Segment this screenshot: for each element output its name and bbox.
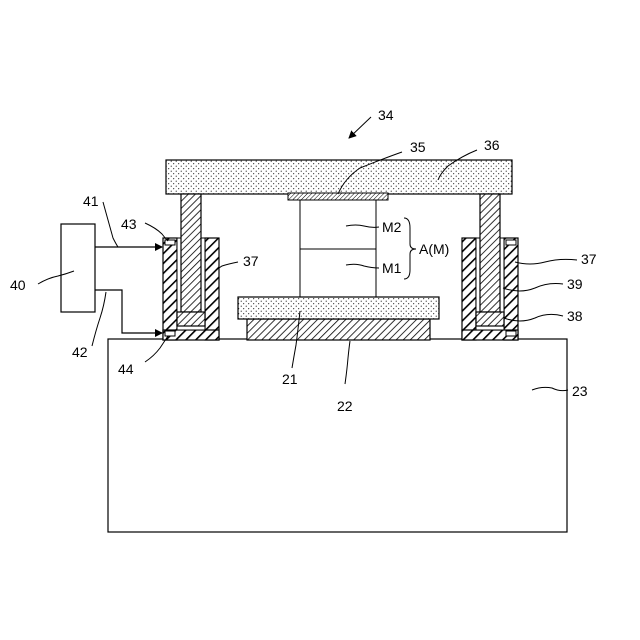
controller-box-40 (61, 224, 95, 312)
label-41: 41 (83, 193, 99, 209)
label-34: 34 (378, 107, 394, 123)
label-37-left: 37 (243, 253, 259, 269)
element-35 (288, 193, 388, 200)
label-22: 22 (337, 398, 353, 414)
leader-37-right (515, 259, 577, 264)
label-23: 23 (572, 383, 588, 399)
right-cylinder-inner-wall (462, 238, 476, 340)
right-bottom-port (506, 331, 516, 336)
label-am: A(M) (419, 241, 449, 257)
left-cylinder-outer-wall (163, 238, 177, 340)
bracket-am (404, 218, 416, 279)
leader-41 (103, 202, 118, 247)
right-cylinder-assembly (462, 194, 518, 340)
base-block-23 (108, 339, 567, 532)
left-cylinder-inner-wall (205, 238, 219, 340)
left-piston-head (177, 312, 205, 326)
left-bottom-port (165, 331, 175, 336)
layer-22 (247, 319, 430, 340)
label-21: 21 (282, 371, 298, 387)
top-plate-36 (166, 160, 512, 194)
label-m2: M2 (382, 219, 402, 235)
left-top-port (165, 240, 175, 245)
label-43: 43 (121, 216, 137, 232)
label-40: 40 (10, 277, 26, 293)
right-top-port (506, 240, 516, 245)
platform-21 (238, 297, 439, 319)
label-38: 38 (567, 308, 583, 324)
label-44: 44 (118, 361, 134, 377)
right-piston-head (476, 312, 504, 326)
label-m1: M1 (382, 260, 402, 276)
left-cylinder-assembly (163, 194, 219, 340)
label-39: 39 (567, 276, 583, 292)
right-piston-rod (480, 194, 500, 312)
leader-34 (349, 117, 371, 138)
left-piston-rod (181, 194, 201, 312)
label-42: 42 (72, 344, 88, 360)
label-37-right: 37 (581, 251, 597, 267)
label-35: 35 (410, 139, 426, 155)
label-36: 36 (484, 137, 500, 153)
